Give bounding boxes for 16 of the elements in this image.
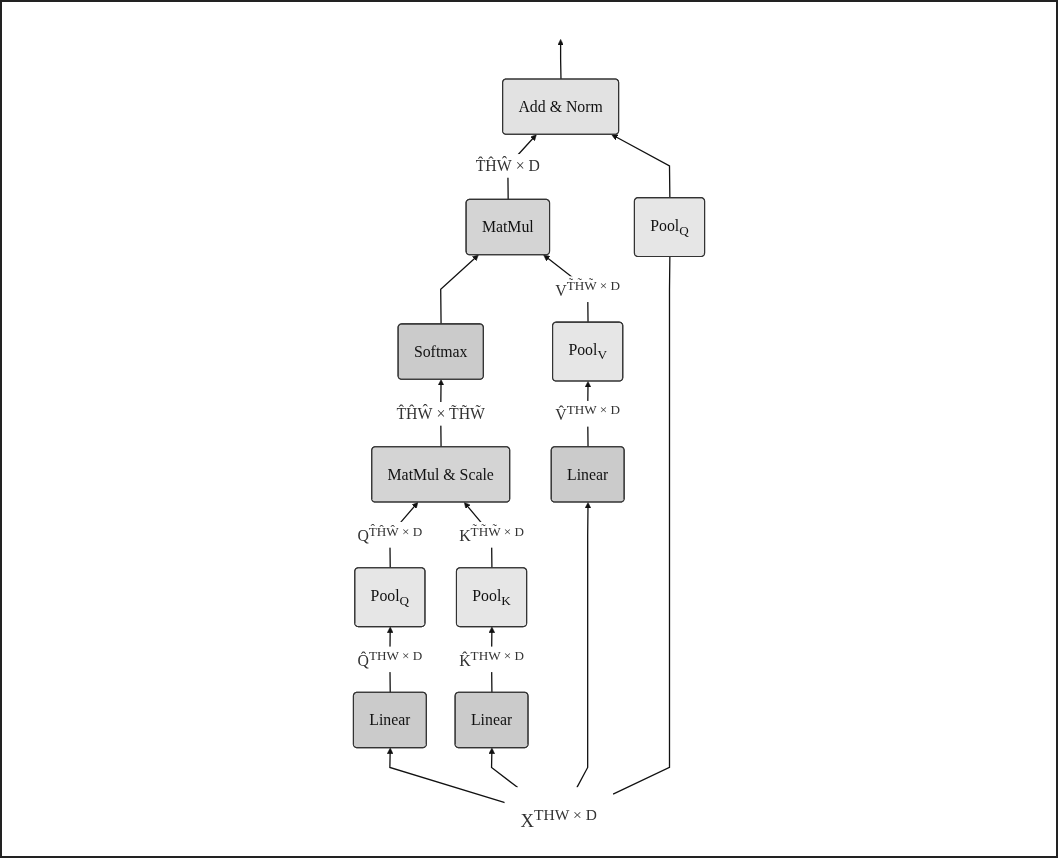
edge-label: K$^{T̃H̃W̃ × D}$ bbox=[459, 524, 524, 546]
edge-label: T̂ĤŴ × D bbox=[475, 156, 540, 175]
edge-label: V̂$^{THW × D}$ bbox=[555, 402, 621, 425]
edge-label: V$^{T̃H̃W̃ × D}$ bbox=[555, 278, 621, 300]
arrow bbox=[488, 747, 519, 789]
edge-label: Q$^{T̂ĤŴ × D}$ bbox=[357, 524, 423, 546]
arrow bbox=[576, 502, 592, 789]
connector bbox=[612, 256, 671, 795]
arrow bbox=[611, 134, 671, 199]
arrow bbox=[557, 39, 564, 80]
node-text: X$^{THW × D}$ bbox=[520, 805, 597, 831]
edge-label: K̂$^{THW × D}$ bbox=[459, 648, 524, 670]
arrow bbox=[440, 254, 479, 325]
arrow bbox=[386, 747, 506, 804]
edge-label: T̂ĤŴ × T̃H̃W̃ bbox=[396, 404, 486, 423]
edge-label: Q̂$^{THW × D}$ bbox=[357, 648, 423, 670]
